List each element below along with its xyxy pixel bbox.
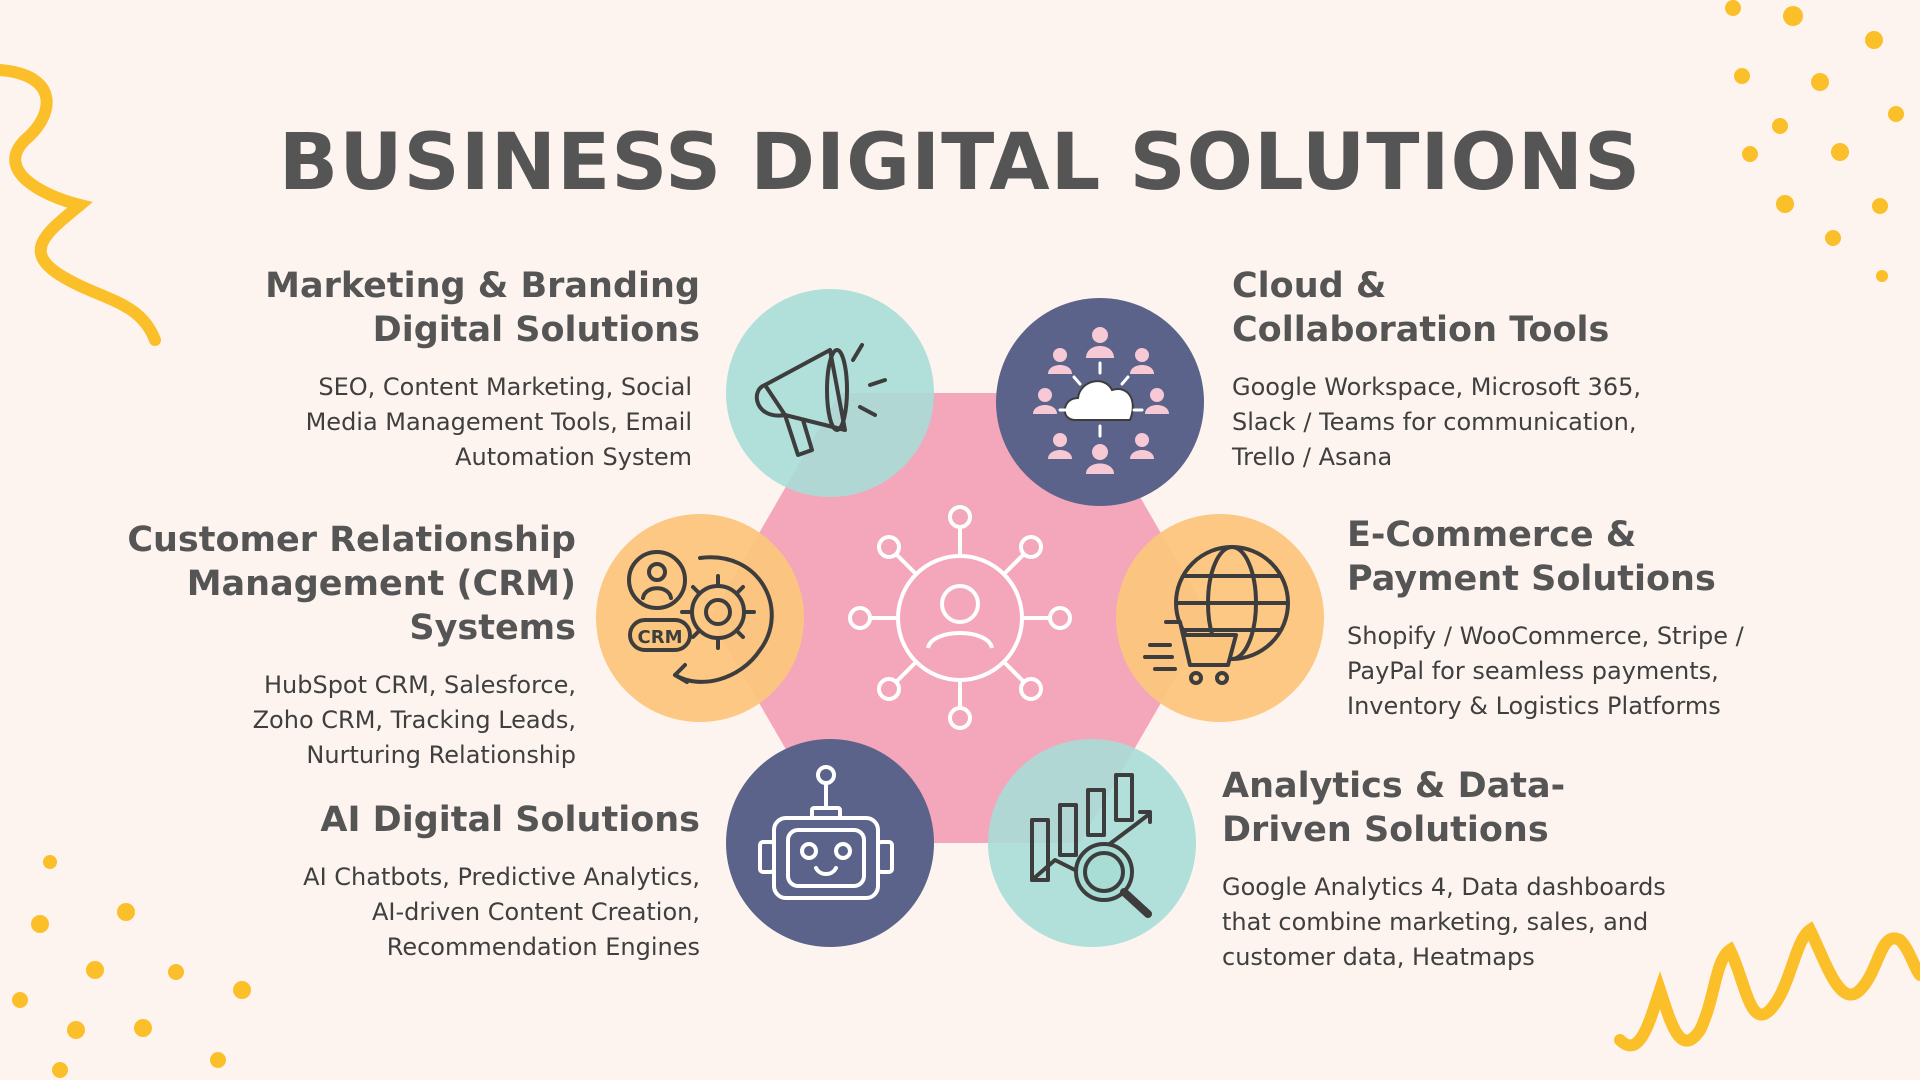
cloud-people-icon bbox=[1033, 327, 1169, 474]
cloud-desc-line-2: Slack / Teams for communication, bbox=[1232, 408, 1637, 436]
squiggle-top-left bbox=[0, 64, 161, 346]
crm-desc-line-1: HubSpot CRM, Salesforce, bbox=[263, 671, 576, 699]
ecommerce-desc-line-2: PayPal for seamless payments, bbox=[1347, 657, 1719, 685]
cloud-desc-line-1: Google Workspace, Microsoft 365, bbox=[1232, 373, 1641, 401]
marketing-block: Marketing & Branding Digital Solutions S… bbox=[180, 264, 700, 475]
ai-desc-line-3: Recommendation Engines bbox=[386, 933, 700, 961]
crm-desc-line-3: Nurturing Relationship bbox=[306, 741, 576, 769]
ai-desc-line-1: AI Chatbots, Predictive Analytics, bbox=[303, 863, 700, 891]
ai-description: AI Chatbots, Predictive Analytics, AI-dr… bbox=[180, 860, 700, 965]
squiggle-bottom-right bbox=[1614, 921, 1920, 1052]
marketing-desc-line-1: SEO, Content Marketing, Social bbox=[318, 373, 692, 401]
analytics-desc-line-2: that combine marketing, sales, and bbox=[1222, 908, 1649, 936]
ai-desc-line-2: AI-driven Content Creation, bbox=[372, 898, 700, 926]
ai-title: AI Digital Solutions bbox=[180, 798, 700, 842]
globe-cart-icon bbox=[1143, 545, 1290, 685]
page-title: BUSINESS DIGITAL SOLUTIONS bbox=[278, 118, 1642, 208]
cloud-title: Cloud & Collaboration Tools bbox=[1232, 264, 1772, 352]
ecommerce-title: E-Commerce & Payment Solutions bbox=[1347, 513, 1887, 601]
ai-title-line-1: AI Digital Solutions bbox=[320, 800, 700, 840]
analytics-desc-line-1: Google Analytics 4, Data dashboards bbox=[1222, 873, 1666, 901]
marketing-desc-line-3: Automation System bbox=[455, 443, 692, 471]
crm-circle bbox=[596, 514, 804, 722]
analytics-title-line-2: Driven Solutions bbox=[1222, 810, 1549, 850]
marketing-description: SEO, Content Marketing, Social Media Man… bbox=[180, 370, 692, 475]
crm-block: Customer Relationship Management (CRM) S… bbox=[56, 518, 576, 773]
crm-description: HubSpot CRM, Salesforce, Zoho CRM, Track… bbox=[56, 668, 576, 773]
crm-title-line-1: Customer Relationship bbox=[127, 520, 576, 560]
crm-title: Customer Relationship Management (CRM) S… bbox=[56, 518, 576, 650]
crm-title-line-3: Systems bbox=[409, 608, 576, 648]
ecommerce-block: E-Commerce & Payment Solutions Shopify /… bbox=[1347, 513, 1887, 724]
crm-desc-line-2: Zoho CRM, Tracking Leads, bbox=[252, 706, 576, 734]
analytics-desc-line-3: customer data, Heatmaps bbox=[1222, 943, 1535, 971]
network-user-icon bbox=[848, 505, 1072, 730]
cloud-description: Google Workspace, Microsoft 365, Slack /… bbox=[1232, 370, 1772, 475]
analytics-title: Analytics & Data- Driven Solutions bbox=[1222, 764, 1782, 852]
marketing-title-line-1: Marketing & Branding bbox=[265, 266, 700, 306]
center-hexagon bbox=[710, 393, 1210, 843]
megaphone-icon bbox=[754, 343, 887, 457]
ecommerce-description: Shopify / WooCommerce, Stripe / PayPal f… bbox=[1347, 619, 1887, 724]
crm-title-line-2: Management (CRM) bbox=[186, 564, 576, 604]
ecommerce-desc-line-3: Inventory & Logistics Platforms bbox=[1347, 692, 1721, 720]
crm-gear-icon bbox=[627, 550, 774, 684]
analytics-block: Analytics & Data- Driven Solutions Googl… bbox=[1222, 764, 1782, 975]
dots-bottom-left bbox=[12, 855, 251, 1078]
cloud-block: Cloud & Collaboration Tools Google Works… bbox=[1232, 264, 1772, 475]
ecommerce-circle bbox=[1116, 514, 1324, 722]
crm-icon-label: CRM bbox=[638, 627, 683, 648]
marketing-title-line-2: Digital Solutions bbox=[372, 310, 700, 350]
analytics-title-line-1: Analytics & Data- bbox=[1222, 766, 1566, 806]
chart-magnifier-icon bbox=[1030, 773, 1152, 918]
marketing-title: Marketing & Branding Digital Solutions bbox=[180, 264, 700, 352]
cloud-title-line-1: Cloud & bbox=[1232, 266, 1387, 306]
robot-icon bbox=[758, 765, 894, 900]
ecommerce-title-line-1: E-Commerce & bbox=[1347, 515, 1637, 555]
marketing-circle bbox=[726, 289, 934, 497]
marketing-desc-line-2: Media Management Tools, Email bbox=[305, 408, 692, 436]
ecommerce-title-line-2: Payment Solutions bbox=[1347, 559, 1716, 599]
analytics-description: Google Analytics 4, Data dashboards that… bbox=[1222, 870, 1782, 975]
ai-block: AI Digital Solutions AI Chatbots, Predic… bbox=[180, 798, 700, 965]
cloud-desc-line-3: Trello / Asana bbox=[1232, 443, 1393, 471]
analytics-circle bbox=[988, 739, 1196, 947]
cloud-title-line-2: Collaboration Tools bbox=[1232, 310, 1610, 350]
ecommerce-desc-line-1: Shopify / WooCommerce, Stripe / bbox=[1347, 622, 1744, 650]
dots-top-right bbox=[1725, 0, 1904, 282]
